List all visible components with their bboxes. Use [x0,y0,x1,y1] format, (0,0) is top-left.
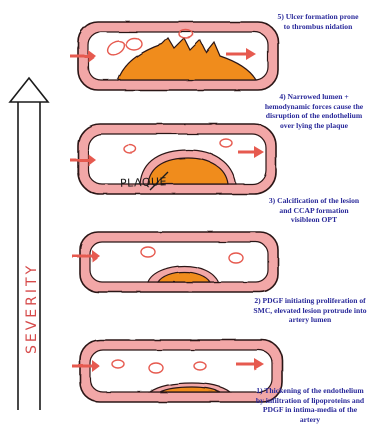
caption-stage-3: 3) Calcification of the lesion and CCAP … [240,196,388,225]
vessel-stage-4 [70,124,276,194]
caption-stage-1: 1) Thickening of the endothelium by infi… [232,386,388,424]
plaque-label: PLAQUE [120,175,167,190]
severity-label: SEVERITY [24,263,40,354]
caption-stage-4: 4) Narrowed lumen + hemodynamic forces c… [240,92,388,130]
vessel-stage-3 [72,232,278,292]
severity-arrow [10,78,48,410]
vessel-stage-5 [70,22,278,90]
caption-stage-2: 2) PDGF initiating proliferation of SMC,… [232,296,388,325]
caption-stage-5: 5) Ulcer formation prone to thrombus nid… [248,12,388,31]
